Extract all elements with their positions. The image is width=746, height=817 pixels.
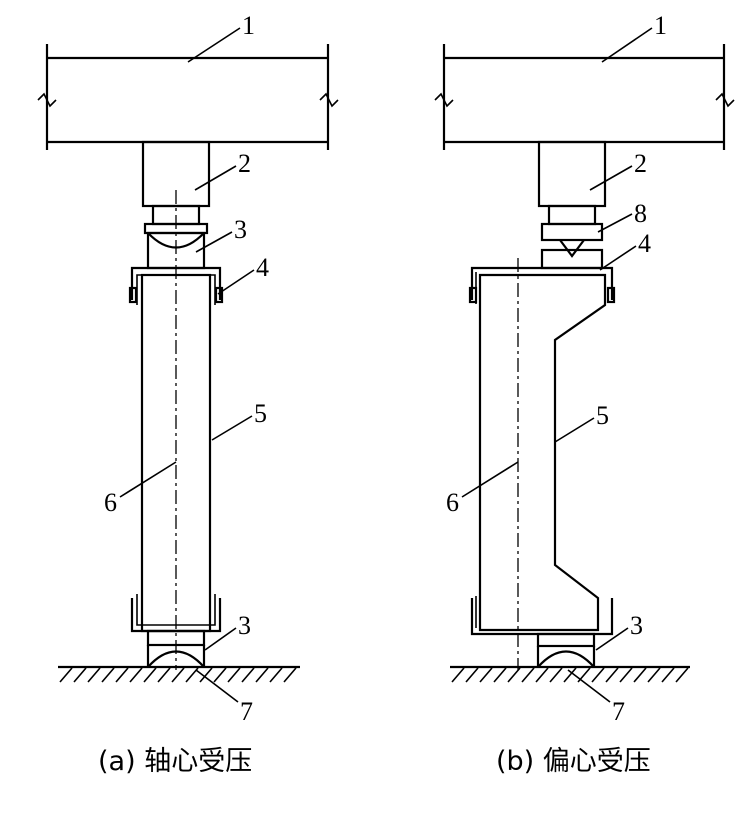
- ground-hatch: [171, 667, 185, 683]
- leaders-b: [461, 27, 653, 703]
- ground-hatch: [493, 667, 507, 683]
- press-head: [537, 140, 607, 208]
- ground-hatch: [451, 667, 465, 683]
- ground-hatch: [227, 667, 241, 683]
- ground-hatch: [143, 667, 157, 683]
- ground-hatch: [535, 667, 549, 683]
- ground-hatch: [563, 667, 577, 683]
- label-2: 2: [634, 149, 647, 178]
- knife-edge-seat: [540, 222, 604, 242]
- ground-hatch: [255, 667, 269, 683]
- leaders-a: [119, 27, 255, 703]
- label-3-top: 3: [234, 215, 247, 244]
- label-7: 7: [240, 697, 253, 726]
- ground-hatch: [269, 667, 283, 683]
- label-7: 7: [612, 697, 625, 726]
- label-6: 6: [446, 488, 459, 517]
- label-4: 4: [638, 229, 651, 258]
- loading-beam: [434, 44, 735, 150]
- panel-axial-compression: 1 2 3 4 5 6 3 7 (a) 轴心受压: [37, 11, 339, 777]
- ground-hatch: [619, 667, 633, 683]
- ground-hatch: [115, 667, 129, 683]
- ground-hatch: [633, 667, 647, 683]
- ground-hatch: [591, 667, 605, 683]
- spherical-hinge-bottom: [147, 650, 205, 668]
- caption-b: (b) 偏心受压: [496, 746, 651, 777]
- specimen-eccentric: [468, 266, 616, 636]
- loading-beam: [37, 44, 339, 150]
- label-3-bottom: 3: [238, 611, 251, 640]
- label-3: 3: [630, 611, 643, 640]
- caption-a: (a) 轴心受压: [98, 746, 252, 777]
- knife-edge: [559, 239, 585, 258]
- ground-hatch: [241, 667, 255, 683]
- knife-edge-base: [540, 248, 604, 270]
- ground-hatch: [101, 667, 115, 683]
- label-8: 8: [634, 199, 647, 228]
- ground-hatch: [549, 667, 563, 683]
- label-5: 5: [596, 401, 609, 430]
- ground-hatch: [157, 667, 171, 683]
- ground-hatch: [87, 667, 101, 683]
- label-1: 1: [654, 11, 667, 40]
- ground: [450, 665, 690, 683]
- ground-hatch: [73, 667, 87, 683]
- ground-hatch: [199, 667, 213, 683]
- spherical-hinge-bottom: [537, 650, 595, 668]
- ground: [58, 665, 300, 683]
- label-1: 1: [242, 11, 255, 40]
- label-5: 5: [254, 399, 267, 428]
- ground-hatch: [59, 667, 73, 683]
- ground-hatch: [675, 667, 689, 683]
- ground-hatch: [129, 667, 143, 683]
- upper-plate: [547, 204, 597, 226]
- ground-hatch: [213, 667, 227, 683]
- label-4: 4: [256, 253, 269, 282]
- ground-hatch: [465, 667, 479, 683]
- panel-eccentric-compression: 1 2 8 4 5 6 3 7 (b) 偏心受压: [434, 11, 735, 777]
- label-6: 6: [104, 488, 117, 517]
- label-2: 2: [238, 149, 251, 178]
- ground-hatch: [507, 667, 521, 683]
- ground-hatch: [661, 667, 675, 683]
- ground-hatch: [521, 667, 535, 683]
- bottom-block: [536, 632, 596, 648]
- ground-hatch: [647, 667, 661, 683]
- ground-hatch: [605, 667, 619, 683]
- ground-hatch: [479, 667, 493, 683]
- ground-hatch: [283, 667, 297, 683]
- bottom-block: [146, 629, 206, 647]
